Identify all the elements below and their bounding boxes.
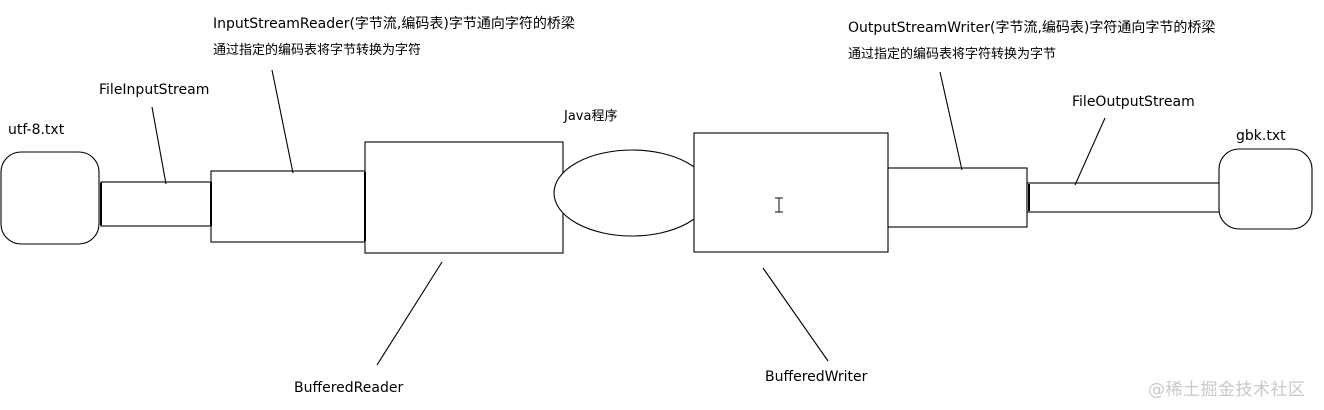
input-stream-reader-leader <box>271 69 294 174</box>
output-stream-writer-box <box>887 167 1028 228</box>
java-program-label: Java程序 <box>564 109 618 124</box>
file-output-stream-leader <box>1074 117 1106 186</box>
file-input-stream-box <box>100 181 212 227</box>
utf8-file-label: utf-8.txt <box>8 122 65 138</box>
buffered-reader-box <box>364 141 564 254</box>
input-stream-reader-box <box>210 170 366 243</box>
buffered-writer-label: BufferedWriter <box>765 369 868 385</box>
utf8-file-node <box>0 151 100 245</box>
file-input-stream-leader <box>151 106 167 185</box>
output-stream-writer-leader <box>939 71 963 171</box>
buffered-reader-leader <box>376 261 443 366</box>
buffered-writer-box <box>693 132 889 253</box>
output-stream-writer-label: OutputStreamWriter(字节流,编码表)字符通向字节的桥梁 <box>848 20 1216 36</box>
input-stream-reader-desc: 通过指定的编码表将字节转换为字符 <box>213 43 422 58</box>
file-output-stream-label: FileOutputStream <box>1072 94 1195 110</box>
file-input-stream-label: FileInputStream <box>99 82 210 98</box>
file-output-stream-box <box>1026 182 1221 213</box>
source-watermark: @稀土掘金技术社区 <box>1148 380 1306 400</box>
output-stream-writer-desc: 通过指定的编码表将字符转换为字节 <box>848 47 1057 62</box>
input-stream-reader-label: InputStreamReader(字节流,编码表)字节通向字符的桥梁 <box>213 16 575 32</box>
buffered-writer-leader <box>762 267 829 362</box>
gbk-file-label: gbk.txt <box>1236 128 1286 144</box>
gbk-file-node <box>1218 148 1313 230</box>
buffered-reader-label: BufferedReader <box>294 380 404 396</box>
java-program-ellipse <box>553 149 711 237</box>
ibeam-cursor-icon <box>775 197 783 213</box>
